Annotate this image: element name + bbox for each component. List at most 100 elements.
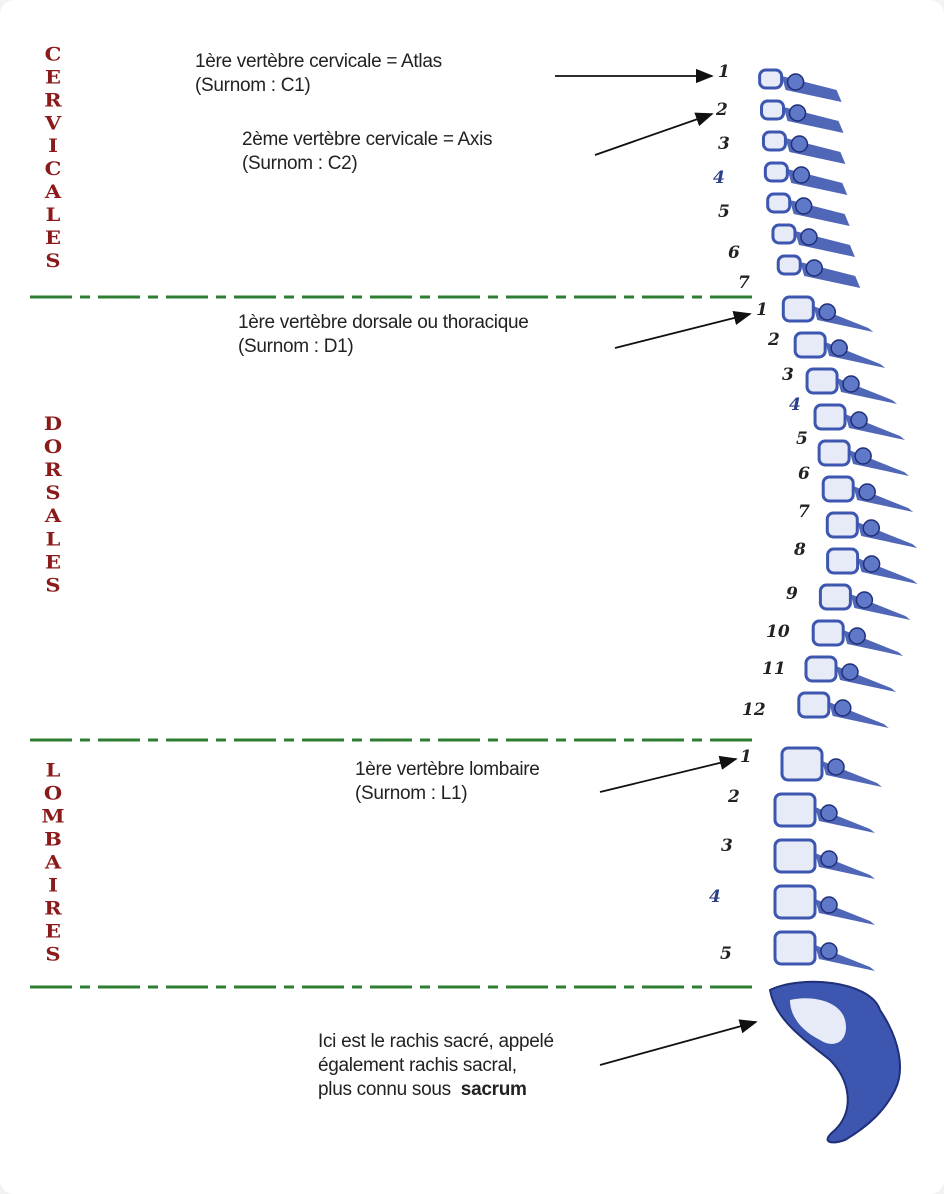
sacrum-highlight [790, 998, 846, 1044]
vertebral-body [771, 223, 797, 245]
annotation-text: 1ère vertèbre cervicale = Atlas [195, 51, 442, 72]
vertebral-body [804, 655, 838, 683]
region-letter: I [48, 873, 58, 896]
annotation-text: plus connu sous [318, 1079, 451, 1100]
sacrum-arrow [599, 1019, 758, 1066]
vertebral-body [818, 583, 852, 611]
vertebra-number-dorsal-2: 2 [768, 330, 780, 350]
annotation-text: 1ère vertèbre dorsale ou thoracique [238, 312, 529, 333]
region-letter: E [44, 550, 61, 573]
vertebra-number-lumbar-1: 1 [740, 747, 752, 767]
vertebra-number-cervical-6: 6 [728, 243, 740, 263]
vertebral-body [780, 746, 824, 782]
region-letter: E [44, 65, 61, 88]
vertebral-body [821, 475, 855, 503]
vertebra-number-cervical-4: 4 [713, 168, 725, 188]
vertebral-body [817, 439, 851, 467]
articular-process [841, 663, 859, 681]
articular-process [800, 228, 818, 246]
annotation-sacrum: Ici est le rachis sacré, appelé égalemen… [318, 1030, 554, 1102]
region-letter: R [44, 458, 62, 481]
articular-process [827, 758, 845, 776]
vertebral-body [811, 619, 845, 647]
vertebra-number-dorsal-1: 1 [756, 300, 768, 320]
articular-process [792, 166, 811, 184]
region-letter: C [44, 42, 62, 65]
articular-process [805, 259, 823, 277]
articular-process [820, 942, 838, 960]
articular-process [788, 104, 807, 122]
articular-process [786, 73, 805, 91]
vertebra-number-lumbar-4: 4 [709, 887, 721, 907]
annotation-text: (Surnom : D1) [238, 336, 354, 357]
articular-process [862, 519, 881, 537]
vertebral-body [797, 691, 831, 719]
articular-process [850, 411, 868, 429]
region-letter: A [44, 504, 62, 527]
region-letter: M [41, 804, 65, 827]
region-letter: A [44, 850, 62, 873]
vertebral-body [760, 99, 786, 121]
region-letter: S [45, 942, 61, 965]
vertebra-number-dorsal-3: 3 [782, 365, 794, 385]
vertebral-body [773, 838, 817, 874]
region-letter: B [44, 827, 62, 850]
vertebral-body [793, 331, 827, 359]
region-letter: R [44, 88, 62, 111]
annotation-text: 2ème vertèbre cervicale = Axis [242, 129, 493, 150]
vertebral-body [773, 930, 817, 966]
annotation-l1: 1ère vertèbre lombaire (Surnom : L1) [355, 758, 540, 806]
articular-process [820, 804, 838, 822]
region-letter: S [45, 481, 61, 504]
vertebral-body [805, 367, 839, 395]
vertebral-body [758, 68, 784, 90]
vertebra-number-dorsal-9: 9 [786, 584, 798, 604]
vertebra-number-dorsal-7: 7 [798, 502, 810, 522]
region-letter: L [45, 758, 61, 781]
articular-process [790, 135, 809, 153]
vertebra-number-lumbar-5: 5 [720, 944, 732, 964]
articular-process [834, 699, 852, 717]
articular-process [855, 591, 874, 609]
annotation-axis: 2ème vertèbre cervicale = Axis (Surnom :… [242, 128, 493, 176]
region-letter: R [44, 896, 62, 919]
annotation-text: 1ère vertèbre lombaire [355, 759, 540, 780]
vertebral-body [826, 547, 860, 575]
axis-arrow [594, 112, 714, 156]
region-letter: L [45, 527, 61, 550]
region-letter: D [43, 412, 63, 435]
vertebral-body [761, 130, 787, 152]
region-letter: V [44, 111, 62, 134]
articular-process [820, 850, 838, 868]
vertebra-number-cervical-5: 5 [718, 202, 730, 222]
region-letter: S [45, 573, 61, 596]
vertebra-number-dorsal-4: 4 [789, 395, 801, 415]
vertebra-number-dorsal-8: 8 [794, 540, 806, 560]
vertebra-number-cervical-1: 1 [718, 62, 730, 82]
articular-process [842, 375, 860, 393]
vertebra-number-dorsal-12: 12 [742, 700, 766, 720]
vertebral-body [773, 792, 817, 828]
l1-arrow [599, 755, 738, 793]
sacrum-bone [768, 980, 901, 1144]
articular-process [818, 303, 837, 321]
articular-process [794, 197, 813, 215]
articular-process [830, 339, 848, 357]
articular-process [862, 555, 881, 573]
region-letter: S [45, 249, 61, 272]
annotation-atlas: 1ère vertèbre cervicale = Atlas (Surnom … [195, 50, 442, 98]
vertebral-body [813, 403, 847, 431]
articular-process [820, 896, 838, 914]
vertebra-number-dorsal-5: 5 [796, 429, 808, 449]
vertebra-number-dorsal-10: 10 [766, 622, 790, 642]
annotation-text: (Surnom : L1) [355, 783, 468, 804]
annotation-d1: 1ère vertèbre dorsale ou thoracique (Sur… [238, 311, 529, 359]
vertebra-number-cervical-7: 7 [738, 273, 750, 293]
region-letter: A [44, 180, 62, 203]
vertebra-number-cervical-3: 3 [718, 134, 730, 154]
